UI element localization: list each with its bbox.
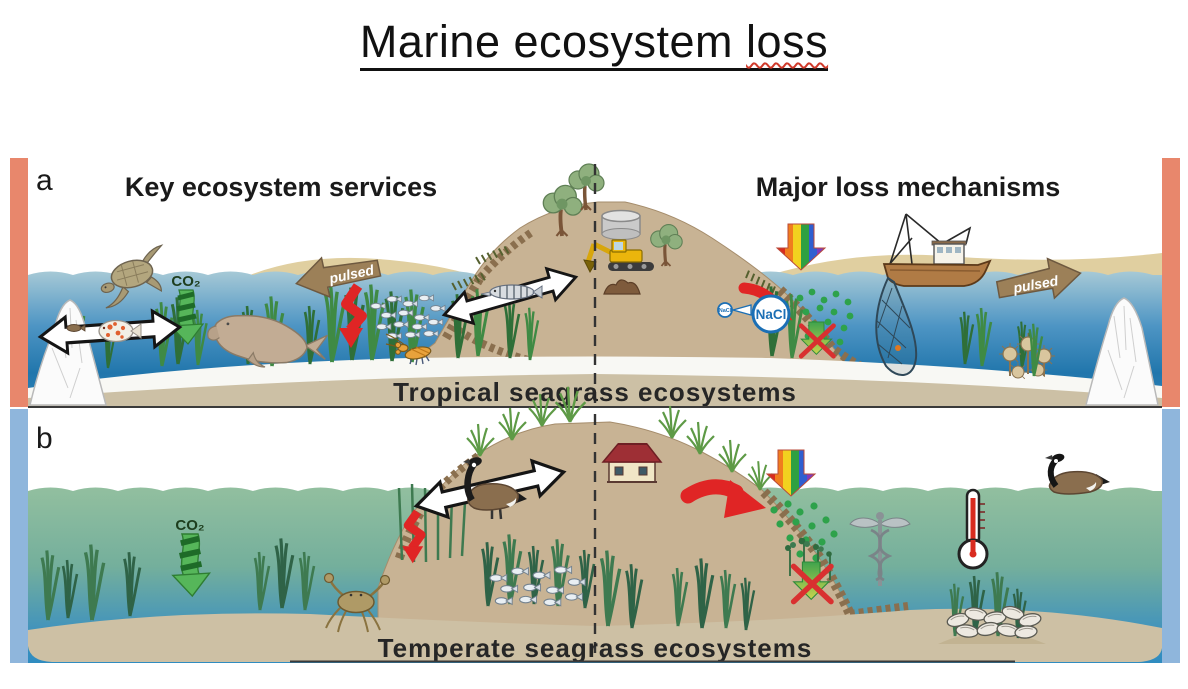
figure-svg: CO₂	[10, 158, 1180, 663]
sponge-garden	[998, 322, 1056, 380]
panel-a-frame-left	[10, 158, 28, 407]
lobster	[385, 333, 432, 366]
reef-fish	[98, 319, 142, 343]
dugong	[207, 314, 328, 368]
co2-label-b: CO₂	[175, 517, 204, 534]
nacl-small-label: NaCl	[719, 308, 732, 314]
panel-a-tropical: CO₂	[10, 158, 1180, 408]
excavator	[583, 239, 654, 274]
nacl-large-label: NaCl	[756, 307, 787, 322]
disease-caduceus-icon	[849, 512, 911, 586]
heading-major-loss-mechanisms: Major loss mechanisms	[756, 172, 1061, 202]
barracuda-fish	[480, 284, 543, 300]
dirt-pile	[603, 279, 641, 295]
title-text: Marine ecosystem	[359, 16, 747, 67]
fishing-trawler	[875, 213, 992, 376]
pulsed-right-label: pulsed	[1011, 272, 1060, 296]
warming-thermometer-icon	[957, 488, 989, 570]
sediment-band	[28, 374, 1162, 407]
runoff-red-arrow-b	[680, 479, 766, 518]
title-misspelled-word: loss	[746, 16, 829, 67]
caption-tropical: Tropical seagrass ecosystems	[393, 377, 797, 407]
co2-label-a: CO₂	[171, 273, 200, 290]
water-tank	[601, 209, 641, 240]
canada-goose-standing	[463, 457, 527, 520]
crab	[323, 572, 391, 633]
nutrient-pulse-red-arrow-b	[402, 509, 426, 564]
panel-b-temperate: CO₂	[10, 385, 1180, 663]
panel-a-frame-right	[1162, 158, 1180, 407]
panel-b-label: b	[36, 422, 53, 455]
limestone-outcrop-right	[1085, 297, 1159, 406]
panel-b-frame-left	[10, 409, 28, 663]
panel-b-frame-right	[1162, 409, 1180, 663]
canada-goose-swimming	[1045, 453, 1110, 495]
macroalgae-crossed-arrow	[794, 562, 831, 602]
pulsed-exchange-arrow-right: pulsed	[995, 257, 1082, 300]
slide-title: Marine ecosystem loss	[0, 16, 1188, 71]
nutrient-pulse-red-arrow-a	[339, 283, 367, 348]
trawl-net	[875, 276, 918, 376]
sea-turtle	[100, 244, 164, 309]
sediment-band-b	[28, 608, 1162, 662]
macroalgae-bloom	[785, 537, 832, 580]
seagrass-figure: CO₂	[10, 158, 1180, 663]
caption-temperate: Temperate seagrass ecosystems	[378, 633, 813, 663]
house	[601, 443, 663, 483]
seagrass-loss-crossed-arrow	[801, 322, 833, 356]
salinity-increase-nacl: NaCl NaCl	[717, 294, 791, 334]
small-brown-fish	[66, 324, 86, 332]
heading-key-ecosystem-services: Key ecosystem services	[125, 172, 437, 202]
panel-a-label: a	[36, 164, 53, 197]
